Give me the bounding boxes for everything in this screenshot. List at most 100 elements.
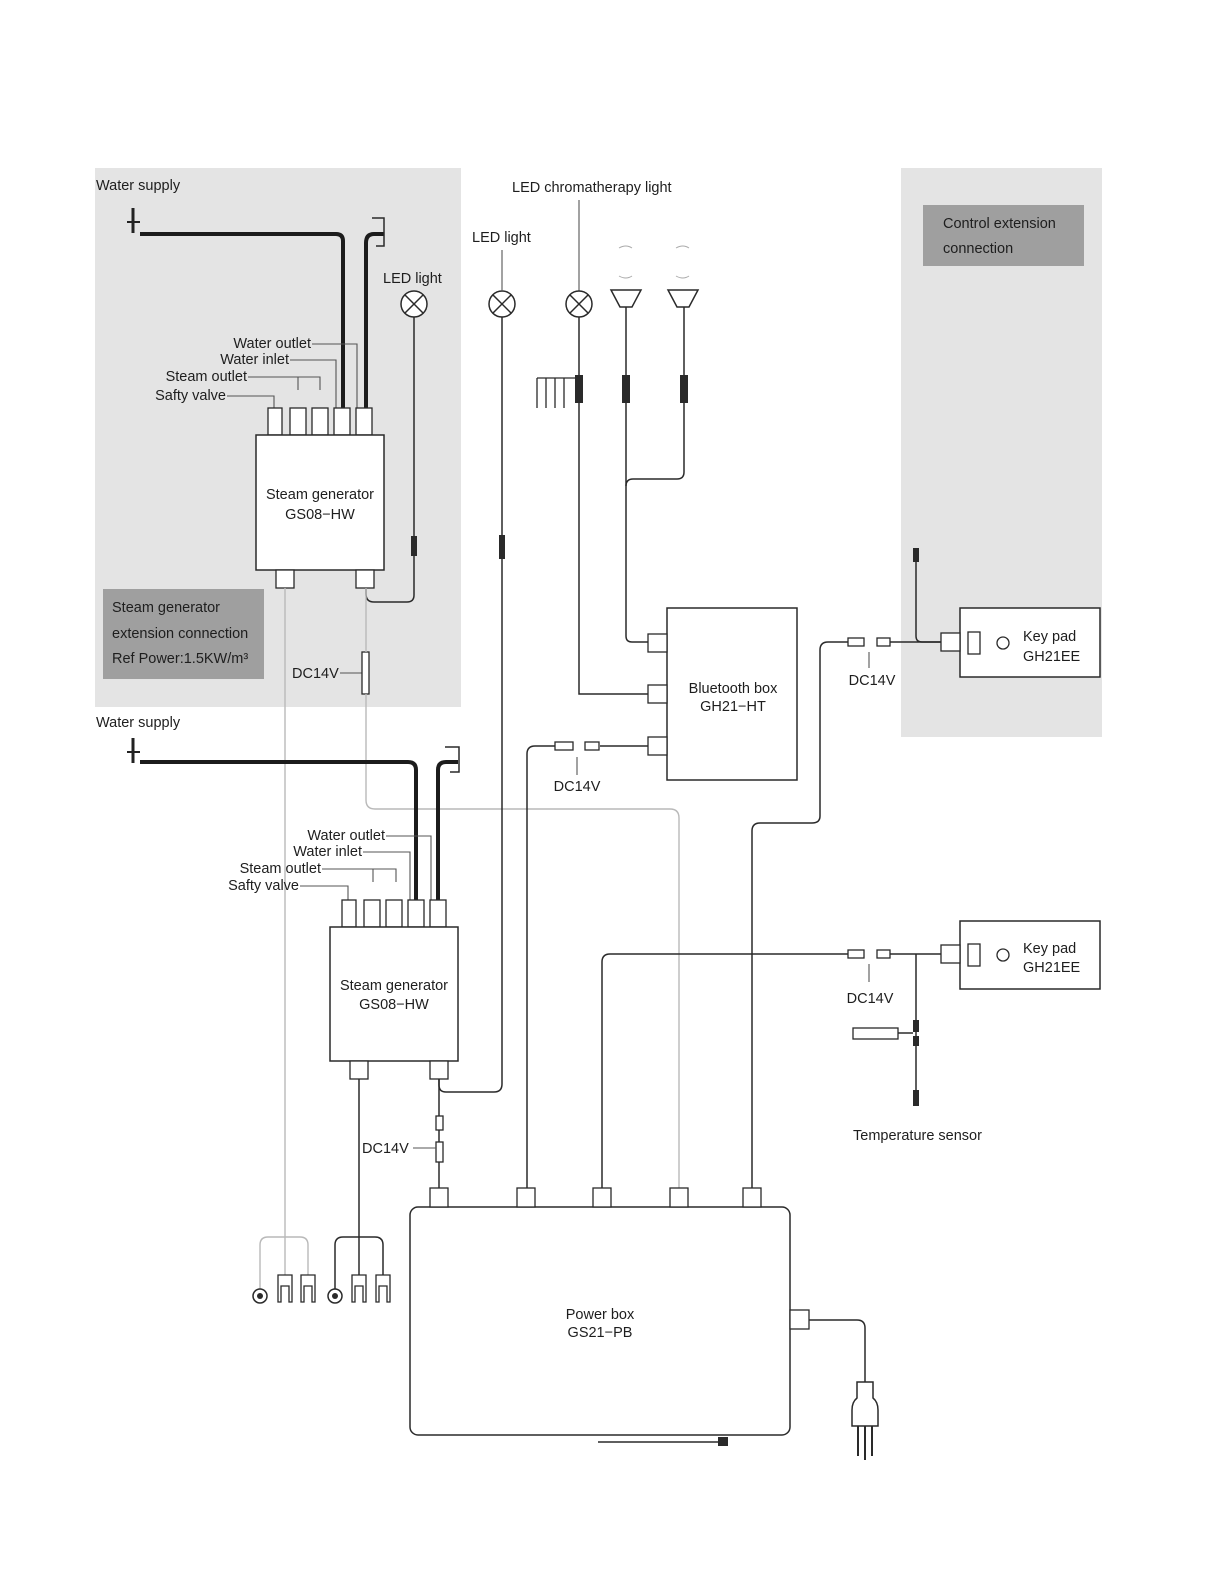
led-light-left-label: LED light (383, 271, 442, 287)
steam-generator-mid (329, 926, 459, 1062)
bluetooth-box-name: Bluetooth box (689, 681, 778, 697)
gen2-leader-water-outlet (386, 835, 432, 900)
drain-hook-mid (445, 746, 460, 773)
water-supply-label-top: Water supply (96, 178, 181, 194)
chroma-wire (578, 317, 648, 695)
keypad-1 (959, 607, 1101, 678)
gen2-leader-safety-valve (300, 885, 349, 900)
terminal-lugs-gen2 (327, 1230, 391, 1304)
keypad-2-power-wire (601, 953, 941, 1188)
drain-hook-top (372, 217, 385, 247)
keypad-1-power-wire (751, 641, 941, 1188)
speaker-left-inline (622, 375, 630, 403)
temp-sensor-probe (913, 1090, 919, 1106)
gen1-name: Steam generator (266, 487, 374, 503)
gen1-safety-valve-label: Safty valve (155, 388, 226, 404)
dc14v-keypad2-connector-2 (876, 949, 891, 959)
led-light-center-label: LED light (472, 230, 531, 246)
gen2-steam-outlet-label: Steam outlet (240, 861, 321, 877)
gen1-leader-steam-outlet (248, 376, 321, 390)
water-supply-tap-mid (127, 738, 140, 763)
gen1-leader-water-inlet (290, 359, 337, 408)
dc14v-keypad2-label: DC14V (847, 991, 894, 1007)
keypad-2-display (967, 943, 981, 967)
gen1-leader-safety-valve (227, 395, 275, 408)
dc14v-bluetooth-connector (554, 741, 574, 751)
dc14v-keypad1-connector-2 (876, 637, 891, 647)
temp-sensor-inline-1 (913, 1020, 919, 1032)
sg-extension-label-3: Ref Power:1.5KW/m³ (112, 651, 248, 667)
gen1-to-powerbox-wire (365, 588, 680, 1188)
steam-generator-top (255, 434, 385, 571)
gen2-water-outlet-label: Water outlet (307, 828, 385, 844)
led-center-inline-connector (499, 535, 505, 559)
dc14v-bluetooth-label: DC14V (554, 779, 601, 795)
keypad-1-name: Key pad (1023, 629, 1076, 645)
water-supply-label-mid: Water supply (96, 715, 181, 731)
dc14v-keypad2-connector (847, 949, 865, 959)
keypad-2-name: Key pad (1023, 941, 1076, 957)
steam-generator-extension-badge (103, 589, 264, 679)
chroma-comb-connector (536, 375, 583, 408)
gen1-water-inlet-label: Water inlet (220, 352, 289, 368)
led-light-center-icon (488, 290, 516, 318)
dc14v-bluetooth-connector-2 (584, 741, 600, 751)
temp-sensor-inline-2 (913, 1036, 919, 1046)
bluetooth-box-ports (647, 633, 668, 756)
temp-sensor-plug (852, 1027, 899, 1040)
dc14v-gen1-connector (361, 651, 370, 695)
keypad-2-model: GH21EE (1023, 960, 1081, 976)
dc14v-keypad1-connector (847, 637, 865, 647)
water-outlet-pipe-mid (436, 760, 458, 900)
keypad-2-button (996, 948, 1010, 962)
power-box-top-connectors (429, 1187, 762, 1208)
led-left-inline-connector (411, 536, 417, 556)
gen2-leader-water-inlet (363, 851, 411, 900)
speaker-left-icon (609, 245, 643, 308)
dc14v-gen2-connector (435, 1115, 444, 1131)
control-extension-badge (923, 205, 1084, 266)
gen1-steam-outlet-label: Steam outlet (166, 369, 247, 385)
keypad-1-display (967, 631, 981, 655)
temperature-sensor-label: Temperature sensor (853, 1128, 982, 1144)
speaker-right-icon (666, 245, 700, 308)
keypad-2 (959, 920, 1101, 990)
led-chromatherapy-icon (565, 290, 593, 318)
mains-plug-icon (851, 1381, 879, 1460)
led-chromatherapy-label: LED chromatherapy light (512, 180, 672, 196)
terminal-lugs-gen1 (252, 1230, 316, 1304)
gen2-leader-steam-outlet (322, 868, 397, 882)
water-supply-pipe-top (140, 232, 345, 408)
gen1-model: GS08−HW (285, 507, 355, 523)
gen2-safety-valve-label: Safty valve (228, 878, 299, 894)
keypad-1-model: GH21EE (1023, 649, 1081, 665)
power-box-side-connector (789, 1309, 810, 1330)
dc14v-gen2-label: DC14V (362, 1141, 409, 1157)
dc14v-gen1-label: DC14V (292, 666, 339, 682)
sg-extension-label-2: extension connection (112, 626, 248, 642)
control-extension-label-2: connection (943, 241, 1013, 257)
water-outlet-pipe-top (364, 232, 384, 408)
speaker-right-wire (625, 307, 685, 487)
keypad-1-button (996, 636, 1010, 650)
power-box-model: GS21−PB (568, 1325, 633, 1341)
led-light-left-icon (400, 290, 428, 318)
keypad-1-port (940, 632, 961, 652)
gen2-bottom-connectors (349, 1060, 449, 1080)
gen2-name: Steam generator (340, 978, 448, 994)
dc14v-gen2-connector-2 (435, 1141, 444, 1163)
water-supply-tap-top (127, 208, 140, 233)
power-box-name: Power box (566, 1307, 635, 1323)
keypad-1-ext-connector (913, 548, 919, 562)
keypad-2-port (940, 944, 961, 964)
dc14v-keypad1-label: DC14V (849, 673, 896, 689)
bluetooth-box-model: GH21−HT (700, 699, 766, 715)
gen1-leader-water-outlet (312, 343, 358, 408)
power-box-bottom-lead-plug (718, 1437, 728, 1446)
speaker-right-inline (680, 375, 688, 403)
gen1-water-outlet-label: Water outlet (233, 336, 311, 352)
water-supply-pipe-mid (140, 760, 418, 900)
control-extension-label-1: Control extension (943, 216, 1056, 232)
sg-extension-label-1: Steam generator (112, 600, 220, 616)
